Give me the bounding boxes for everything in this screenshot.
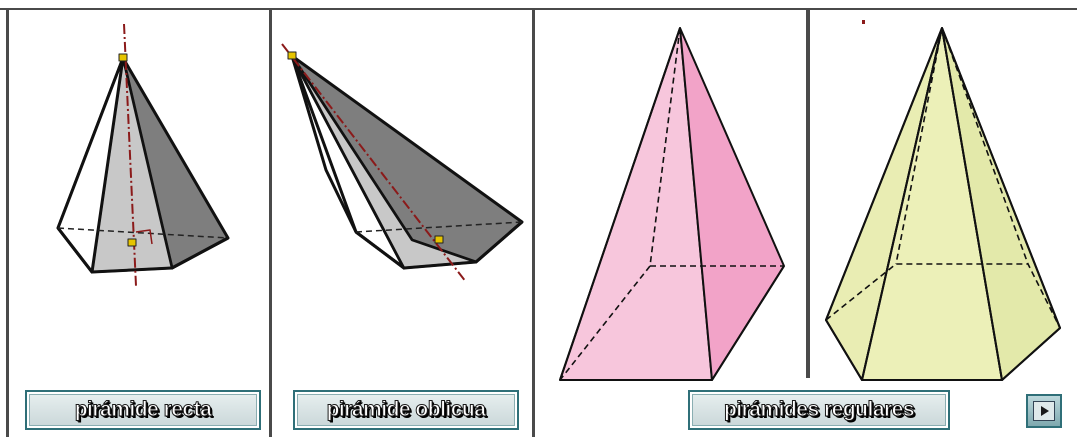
label-piramide-recta-text: pirámide recta <box>74 398 212 422</box>
oblique-pyramid-base-center-point <box>434 235 444 244</box>
play-button[interactable] <box>1026 394 1062 428</box>
left-border <box>6 8 9 437</box>
right-pyramid-apex-point <box>118 53 128 62</box>
label-piramide-recta: pirámide recta <box>25 390 261 430</box>
label-piramides-regulares-text: pirámides regulares <box>723 398 915 422</box>
right-pyramid-base-center-point <box>127 238 137 247</box>
hexagonal-regular-pyramid-figure <box>825 20 1061 381</box>
label-piramides-regulares: pirámides regulares <box>688 390 950 430</box>
oblique-pyramid-axis <box>281 43 467 283</box>
label-piramide-oblicua-text: pirámide oblicua <box>326 398 486 422</box>
panel-divider-1 <box>269 8 272 437</box>
square-regular-pyramid-figure <box>559 27 785 381</box>
play-icon <box>1033 401 1055 421</box>
oblique-pyramid-figure <box>281 43 524 283</box>
top-border <box>0 8 1077 10</box>
right-pyramid-figure <box>56 23 230 287</box>
panel-divider-2 <box>532 8 535 437</box>
panel-divider-3 <box>806 8 810 378</box>
label-piramide-oblicua: pirámide oblicua <box>293 390 519 430</box>
oblique-pyramid-apex-point <box>287 51 297 60</box>
